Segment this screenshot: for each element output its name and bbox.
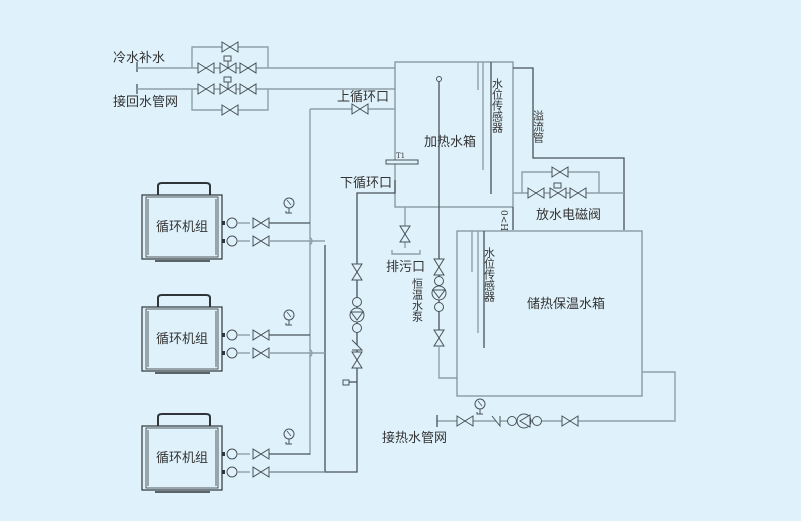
- constant-temp-pump-label: 恒温水泵: [411, 278, 424, 322]
- bypass-valve-icon: [221, 41, 239, 53]
- heating-tank-label: 加热水箱: [424, 134, 476, 150]
- constant-temp-pump: [431, 258, 457, 379]
- circulation-unit: 循环机组: [141, 182, 325, 262]
- overflow-pipe-label: 溢流管: [532, 109, 545, 144]
- valve-icon: [252, 235, 270, 247]
- return-water-inlet: [136, 76, 395, 116]
- cold-water-makeup-label: 冷水补水: [113, 51, 165, 66]
- valve-icon: [351, 263, 363, 281]
- valve-icon: [239, 62, 257, 74]
- valve-icon: [561, 415, 579, 427]
- valve-icon: [569, 187, 587, 199]
- valve-icon: [433, 329, 445, 347]
- lower-circulation-port-label: 下循环口: [340, 176, 392, 191]
- float-icon: [436, 76, 442, 82]
- fitting-icon: [226, 217, 238, 229]
- circulation-pump: [342, 263, 365, 386]
- storage-tank-label: 储热保温水箱: [527, 296, 605, 312]
- valve-icon: [252, 217, 270, 229]
- level-sensor-label: 水位传感器: [491, 78, 504, 134]
- fitting-icon: [226, 466, 238, 478]
- valve-icon: [527, 187, 545, 199]
- valve-icon: [433, 258, 445, 276]
- valve-icon: [197, 83, 215, 95]
- circulation-unit: 循环机组: [141, 294, 325, 374]
- unit-label: 循环机组: [156, 451, 208, 466]
- valve-icon: [351, 351, 363, 369]
- cold-water-inlet: [136, 41, 395, 74]
- pressure-gauge-icon: [283, 309, 295, 326]
- valve-icon: [456, 415, 474, 427]
- valve-icon: [239, 83, 257, 95]
- sensor-icon: [342, 379, 350, 386]
- bypass-valve-icon: [221, 104, 239, 116]
- t1-label: T1: [396, 152, 405, 160]
- sewage-outlet-label: 排污口: [386, 260, 425, 275]
- storage-tank: [456, 230, 643, 397]
- upper-port-valve-icon: [351, 103, 369, 115]
- valve-icon: [252, 448, 270, 460]
- fitting-icon: [226, 448, 238, 460]
- pressure-gauge-icon: [474, 398, 486, 415]
- heating-tank: [394, 61, 514, 208]
- return-water-network-label: 接回水管网: [113, 94, 178, 110]
- upper-circulation-port-label: 上循环口: [337, 90, 389, 105]
- unit-label: 循环机组: [156, 332, 208, 347]
- valve-icon: [252, 466, 270, 478]
- solenoid-valve-icon: [549, 187, 567, 199]
- drain-solenoid-valve-label: 放水电磁阀: [536, 208, 601, 223]
- t1-sensor: [385, 159, 419, 165]
- fitting-icon: [226, 235, 238, 247]
- check-valve-icon: [351, 339, 364, 351]
- bypass-valve-icon: [551, 166, 569, 178]
- valve-icon: [197, 62, 215, 74]
- height-marker: 0<H: [498, 210, 508, 231]
- fitting-icon: [226, 347, 238, 359]
- check-valve-icon: [491, 415, 501, 428]
- unit-label: 循环机组: [156, 220, 208, 235]
- valve-icon: [252, 347, 270, 359]
- fitting-icon: [226, 329, 238, 341]
- pressure-gauge-icon: [283, 428, 295, 445]
- valve-icon: [252, 329, 270, 341]
- sewage-valve-icon: [399, 225, 411, 243]
- circulation-unit: 循环机组: [141, 413, 325, 493]
- level-sensor-2-label: 水位传感器: [483, 247, 496, 303]
- hot-water-network-label: 接热水管网: [382, 430, 447, 446]
- pressure-gauge-icon: [283, 197, 295, 214]
